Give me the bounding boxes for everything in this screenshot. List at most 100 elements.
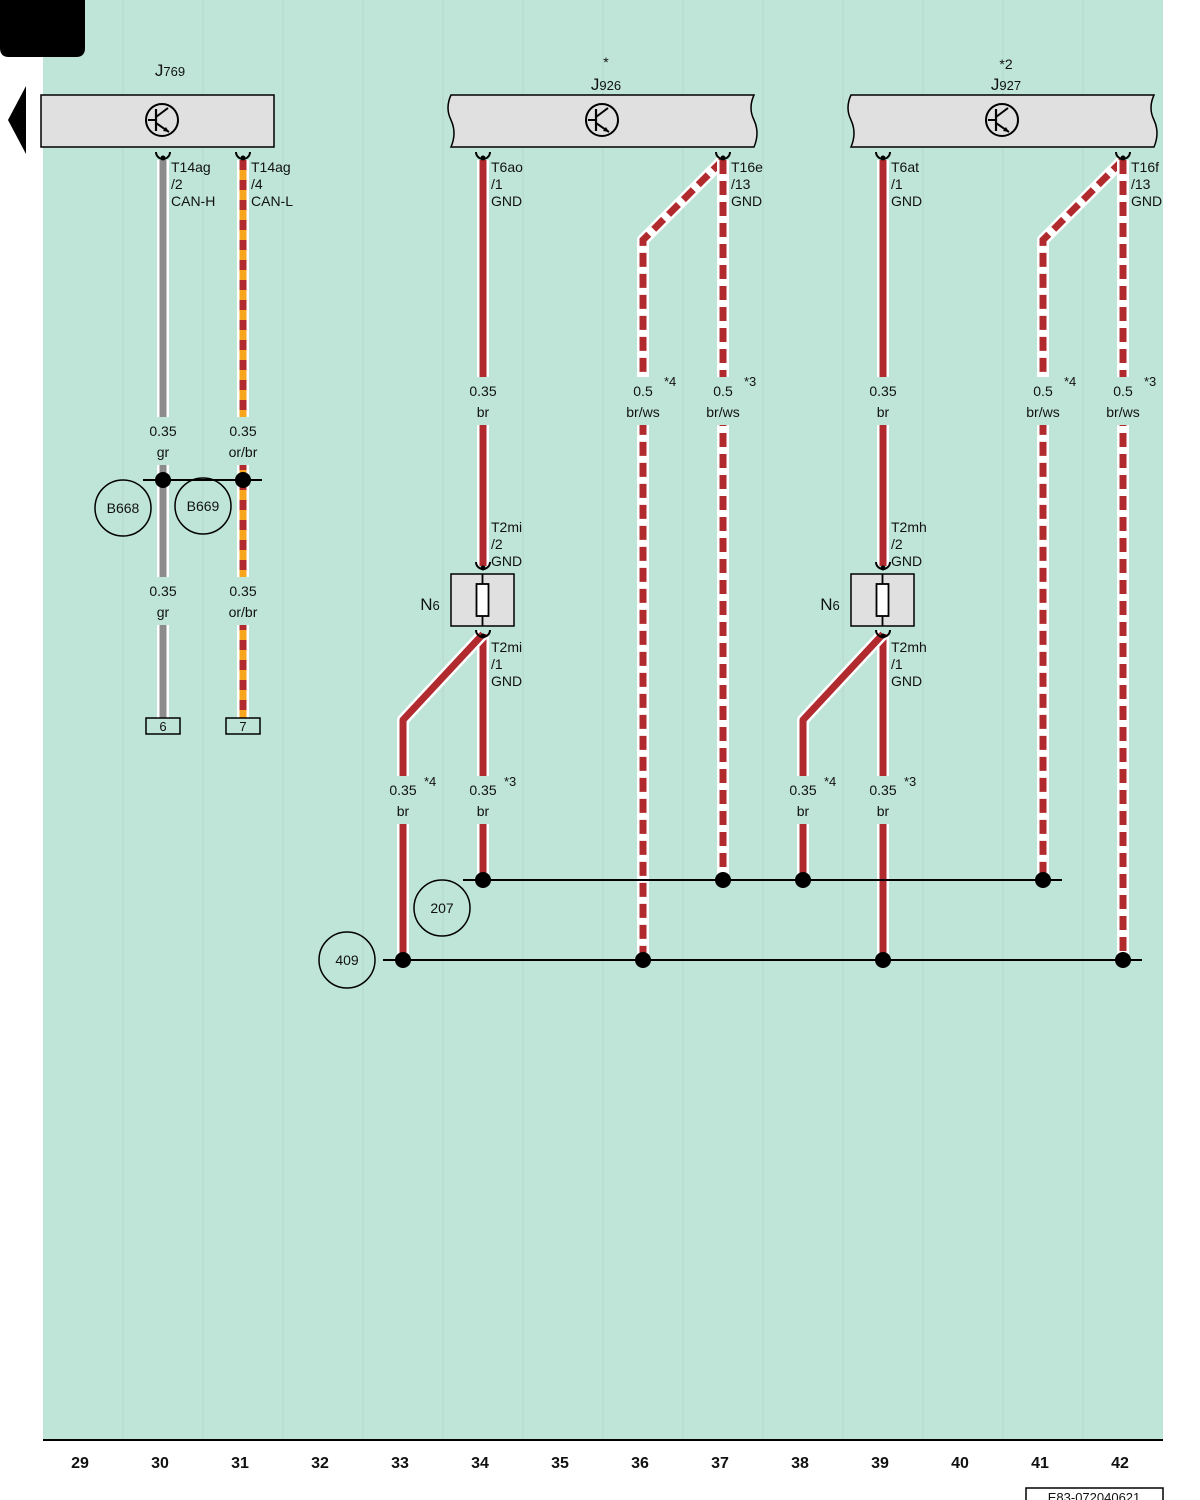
terminal-boxes: 6 7 xyxy=(145,717,261,735)
footer-code: E83-072040621 xyxy=(1048,1490,1141,1500)
splice-point[interactable] xyxy=(395,952,411,968)
wire-note: *4 xyxy=(824,774,836,789)
circle-409[interactable]: 409 xyxy=(318,931,376,989)
control-unit-icon xyxy=(585,103,619,137)
module-label: J927 xyxy=(991,75,1021,94)
svg-text:B668: B668 xyxy=(107,500,140,516)
control-unit-icon xyxy=(145,103,179,137)
column-number: 31 xyxy=(231,1455,249,1472)
svg-text:207: 207 xyxy=(430,900,454,916)
module-j927[interactable]: *2 J927 xyxy=(847,56,1158,148)
terminal-6[interactable]: 6 xyxy=(145,717,181,735)
wire-j926-t16e-a[interactable] xyxy=(637,155,728,960)
circle-b669[interactable]: B669 xyxy=(174,477,232,535)
column-number: 37 xyxy=(711,1455,729,1472)
connector-icon xyxy=(475,151,491,161)
module-box xyxy=(847,94,1158,148)
wire-note: *3 xyxy=(904,774,916,789)
splice-point[interactable] xyxy=(715,872,731,888)
footer-code-box: E83-072040621 xyxy=(1025,1487,1164,1500)
module-star: *2 xyxy=(999,56,1012,72)
splice-point[interactable] xyxy=(155,472,171,488)
splice-point[interactable] xyxy=(1035,872,1051,888)
wire-note: *4 xyxy=(664,374,676,389)
splice-points xyxy=(155,472,1131,968)
wire-j927-t16f-a[interactable] xyxy=(1037,155,1128,880)
column-number: 35 xyxy=(551,1455,569,1472)
wire-n6-left-b[interactable] xyxy=(397,629,488,960)
connector-icon xyxy=(715,151,731,161)
component-n6-right[interactable]: N6 xyxy=(820,573,915,627)
svg-text:B669: B669 xyxy=(187,498,220,514)
column-number: 33 xyxy=(391,1455,409,1472)
module-j926[interactable]: * J926 xyxy=(447,54,758,148)
splice-point[interactable] xyxy=(235,472,251,488)
column-number: 34 xyxy=(471,1455,489,1472)
wire-core xyxy=(799,631,886,880)
column-number: 30 xyxy=(151,1455,169,1472)
module-label: J926 xyxy=(591,75,621,94)
connector-icon xyxy=(475,629,491,639)
module-box xyxy=(447,94,758,148)
connector-icon xyxy=(475,561,491,571)
splice-point[interactable] xyxy=(1115,952,1131,968)
reference-circles: B668 B669 207 409 xyxy=(94,477,471,989)
wire-note: *3 xyxy=(504,774,516,789)
wire-core xyxy=(399,631,486,960)
connector-icons xyxy=(155,151,1131,639)
column-number: 29 xyxy=(71,1455,89,1472)
page-tab[interactable] xyxy=(0,0,85,57)
circle-207[interactable]: 207 xyxy=(413,879,471,937)
wire-note: *3 xyxy=(744,374,756,389)
column-number: 41 xyxy=(1031,1455,1049,1472)
connector-icon xyxy=(875,629,891,639)
column-number: 36 xyxy=(631,1455,649,1472)
wire-note: *4 xyxy=(424,774,436,789)
resistor-icon xyxy=(875,583,890,617)
connector-icon xyxy=(875,561,891,571)
column-number: 42 xyxy=(1111,1455,1129,1472)
back-arrow-icon[interactable] xyxy=(8,86,26,154)
svg-text:6: 6 xyxy=(159,719,166,734)
component-n6-left[interactable]: N6 xyxy=(420,573,515,627)
module-star: * xyxy=(603,54,609,70)
resistor-icon xyxy=(475,583,490,617)
column-number: 40 xyxy=(951,1455,969,1472)
splice-point[interactable] xyxy=(795,872,811,888)
terminal-7[interactable]: 7 xyxy=(225,717,261,735)
control-unit-icon xyxy=(985,103,1019,137)
wire-n6-right-b[interactable] xyxy=(797,629,888,880)
splice-point[interactable] xyxy=(475,872,491,888)
column-number: 39 xyxy=(871,1455,889,1472)
wire-note: *3 xyxy=(1144,374,1156,389)
connector-icon xyxy=(875,151,891,161)
circle-b668[interactable]: B668 xyxy=(94,479,152,537)
module-box xyxy=(40,94,275,148)
splice-point[interactable] xyxy=(875,952,891,968)
wire-note: *4 xyxy=(1064,374,1076,389)
module-j769[interactable]: J769 xyxy=(40,61,275,148)
splice-point[interactable] xyxy=(635,952,651,968)
